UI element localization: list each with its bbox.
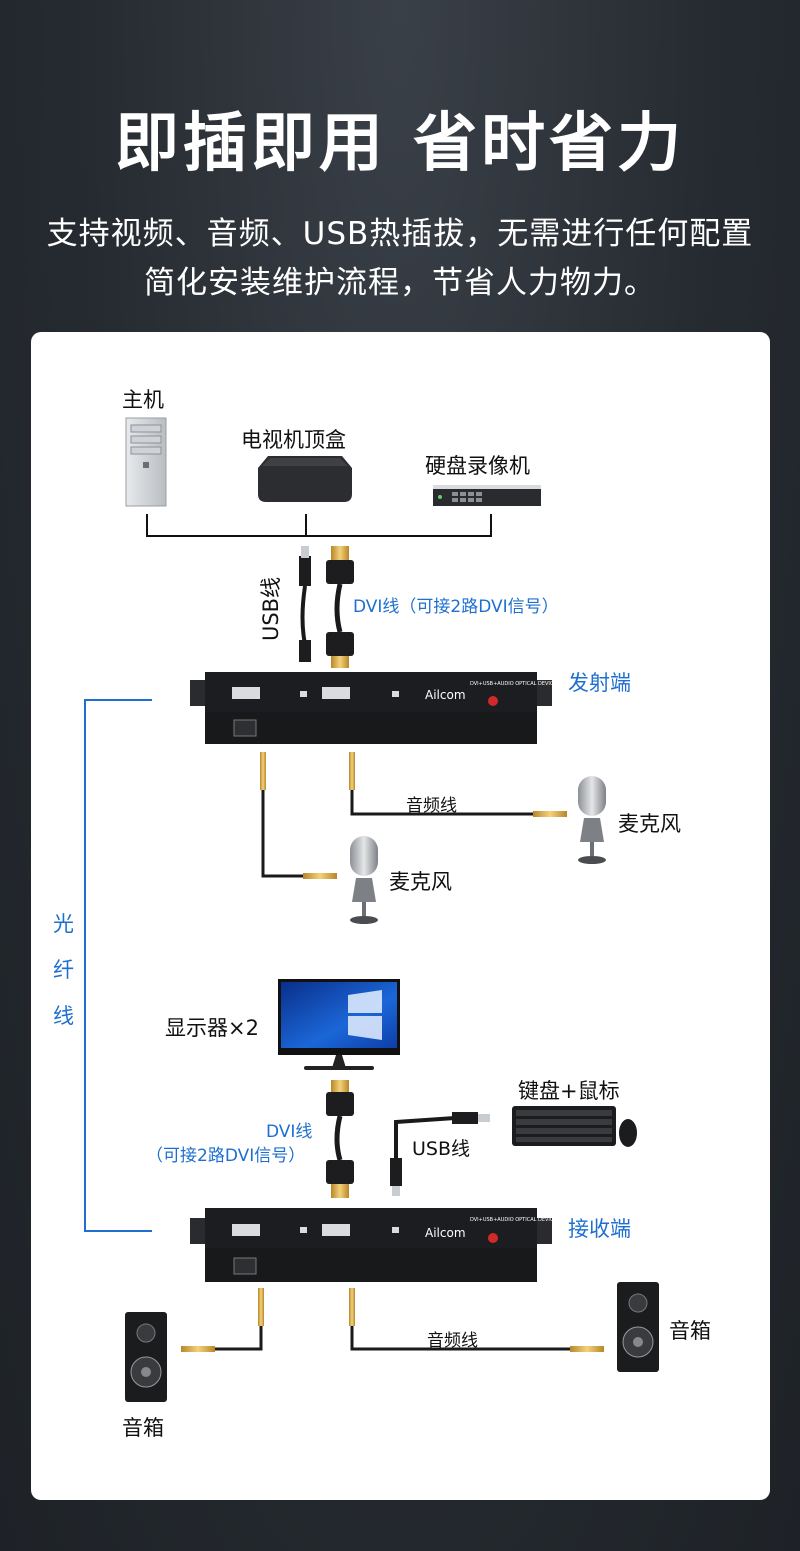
microphone-icon-left bbox=[350, 836, 378, 924]
label-fiber-3: 线 bbox=[53, 1004, 74, 1028]
audio-jack-icons-bottom bbox=[181, 1288, 604, 1352]
monitor-icon bbox=[278, 979, 400, 1070]
fiber-line bbox=[84, 699, 152, 1232]
keyboard-mouse-icon bbox=[512, 1106, 637, 1147]
microphone-icon-right bbox=[578, 776, 606, 864]
usb-cable-bottom-icon bbox=[390, 1112, 490, 1196]
transmitter-device-icon bbox=[190, 672, 552, 744]
audio-cable-receiver bbox=[215, 1326, 570, 1351]
brand-bottom: Ailcom bbox=[425, 1226, 466, 1240]
headline: 即插即用 省时省力 bbox=[114, 107, 686, 181]
label-speaker-left: 音箱 bbox=[122, 1416, 164, 1440]
label-mic-right: 麦克风 bbox=[618, 812, 681, 836]
label-nvr: 硬盘录像机 bbox=[425, 454, 530, 478]
device-model-bottom: DVI+USB+AUDIO OPTICAL DEVICE bbox=[470, 1217, 557, 1223]
label-dvi-cable-bottom-2: （可接2路DVI信号） bbox=[146, 1146, 306, 1166]
label-tv-box: 电视机顶盒 bbox=[241, 428, 346, 452]
label-fiber-2: 纤 bbox=[53, 958, 74, 982]
audio-cable-transmitter bbox=[261, 790, 533, 878]
label-monitor: 显示器×2 bbox=[165, 1016, 259, 1040]
speaker-icon-right bbox=[617, 1282, 659, 1372]
subtitle-line-2: 简化安装维护流程，节省人力物力。 bbox=[144, 265, 656, 301]
audio-jack-icons-top bbox=[260, 752, 567, 879]
label-dvi-cable-top: DVI线（可接2路DVI信号） bbox=[353, 597, 559, 617]
device-model-top: DVI+USB+AUDIO OPTICAL DEVICE bbox=[470, 681, 557, 687]
subtitle-line-1: 支持视频、音频、USB热插拔，无需进行任何配置 bbox=[46, 216, 754, 252]
tv-box-icon bbox=[258, 456, 352, 502]
dvi-cable-bottom-icon bbox=[326, 1080, 354, 1198]
label-audio-cable-top: 音频线 bbox=[406, 796, 457, 816]
label-usb-cable-bottom: USB线 bbox=[412, 1138, 471, 1160]
usb-cable-top-icon bbox=[299, 546, 311, 662]
speaker-icon-left bbox=[125, 1312, 167, 1402]
receiver-device-icon bbox=[190, 1208, 552, 1282]
label-transmitter: 发射端 bbox=[568, 671, 631, 695]
source-bracket bbox=[146, 514, 492, 537]
pc-tower-icon bbox=[125, 417, 167, 507]
nvr-icon bbox=[433, 485, 541, 506]
brand-top: Ailcom bbox=[425, 688, 466, 702]
label-audio-cable-bottom: 音频线 bbox=[427, 1331, 478, 1351]
label-keyboard-mouse: 键盘+鼠标 bbox=[518, 1079, 620, 1103]
dvi-cable-top-icon bbox=[326, 546, 354, 668]
label-fiber-1: 光 bbox=[53, 912, 74, 936]
label-host: 主机 bbox=[122, 388, 164, 412]
label-usb-cable-top: USB线 bbox=[259, 576, 284, 642]
label-receiver: 接收端 bbox=[568, 1217, 631, 1241]
label-speaker-right: 音箱 bbox=[669, 1319, 711, 1343]
label-dvi-cable-bottom-1: DVI线 bbox=[266, 1122, 313, 1142]
label-mic-left: 麦克风 bbox=[389, 870, 452, 894]
